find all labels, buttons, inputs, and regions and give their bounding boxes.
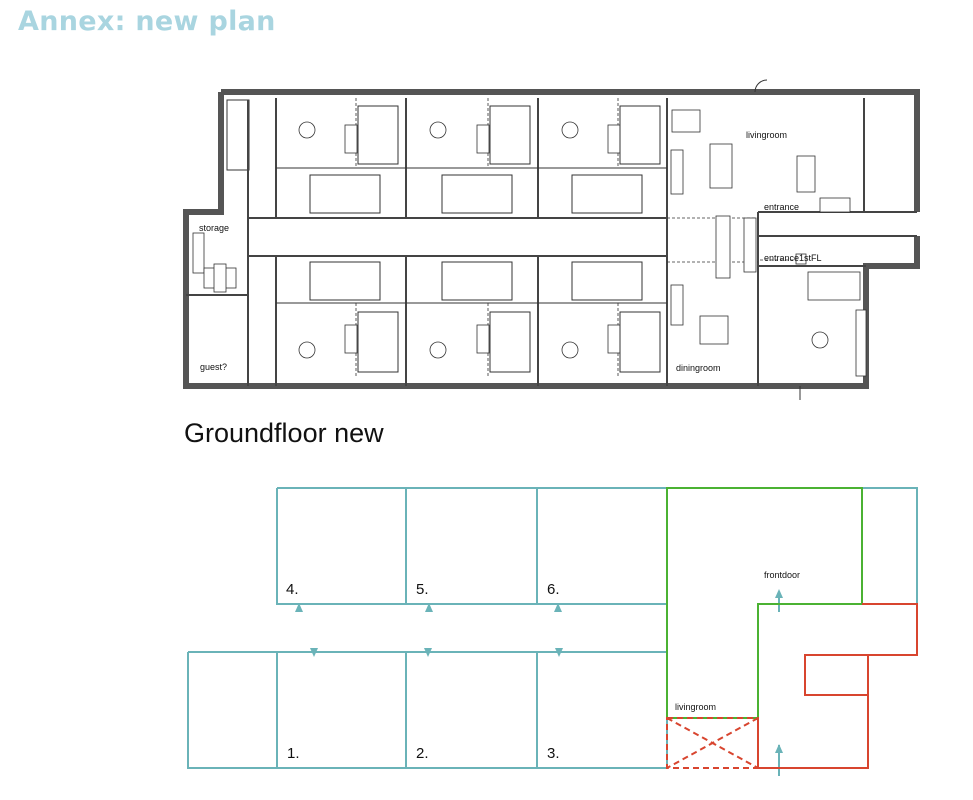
label-livingroom: livingroom xyxy=(746,130,787,140)
label-diningroom: diningroom xyxy=(676,363,721,373)
room-number-5: 5. xyxy=(416,581,429,598)
dashed-cross xyxy=(666,717,759,769)
exterior-wall xyxy=(221,89,920,212)
room-number-1: 1. xyxy=(287,745,300,762)
page-title: Annex: new plan xyxy=(18,6,276,37)
exterior-wall xyxy=(183,92,920,389)
label-entrance: entrance xyxy=(764,202,799,212)
section-title: Groundfloor new xyxy=(184,418,384,448)
label-guest: guest? xyxy=(200,362,227,372)
red-outline xyxy=(757,603,918,769)
room-number-3: 3. xyxy=(547,745,560,762)
room-number-4: 4. xyxy=(286,581,299,598)
label-entrance-first-floor: entrance1stFL xyxy=(764,253,822,263)
rooms-lower xyxy=(275,256,668,386)
livingroom-outline xyxy=(666,487,863,719)
teal-rooms xyxy=(187,487,918,769)
label-frontdoor: frontdoor xyxy=(764,570,800,580)
rooms-upper xyxy=(275,98,668,218)
room-number-6: 6. xyxy=(547,581,560,598)
door-arrows xyxy=(295,589,783,776)
label-storage: storage xyxy=(199,223,229,233)
room-number-2: 2. xyxy=(416,745,429,762)
label-diagram-livingroom: livingroom xyxy=(675,702,716,712)
